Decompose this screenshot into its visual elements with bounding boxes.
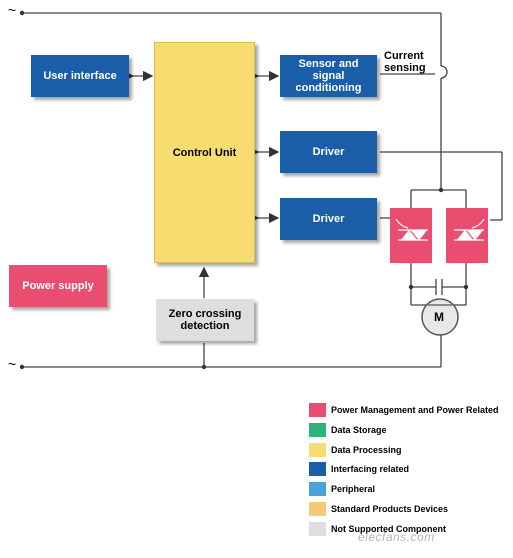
current-sensing-label: Current sensing xyxy=(384,50,426,74)
legend-item: Interfacing related xyxy=(309,461,409,477)
legend-item: Peripheral xyxy=(309,481,375,497)
motor-symbol xyxy=(421,298,459,336)
legend-label: Standard Products Devices xyxy=(331,504,449,514)
legend-swatch xyxy=(309,423,326,437)
legend-label: Power Management and Power Related xyxy=(331,405,499,415)
triac-1 xyxy=(390,208,432,263)
legend-label: Not Supported Component xyxy=(331,524,446,534)
driver-block-2: Driver xyxy=(280,198,377,240)
power-supply-block: Power supply xyxy=(9,265,107,307)
ac-symbol-top: ~ xyxy=(8,2,17,18)
watermark: elecfans.com xyxy=(358,530,435,544)
user-interface-block: User interface xyxy=(31,55,129,97)
legend-swatch xyxy=(309,522,326,536)
legend-item: Not Supported Component xyxy=(309,521,446,537)
control-unit-block: Control Unit xyxy=(154,42,255,263)
legend-item: Data Processing xyxy=(309,442,402,458)
legend-label: Interfacing related xyxy=(331,464,410,474)
sensor-block: Sensor and signal conditioning xyxy=(280,55,377,97)
legend-swatch xyxy=(309,403,326,417)
driver-block-1: Driver xyxy=(280,131,377,173)
triac-2 xyxy=(446,208,488,263)
motor-label: M xyxy=(434,310,444,324)
legend-label: Data Storage xyxy=(331,425,387,435)
legend-swatch xyxy=(309,502,326,516)
legend-swatch xyxy=(309,443,326,457)
ac-symbol-bottom: ~ xyxy=(8,356,17,372)
legend-label: Data Processing xyxy=(331,445,402,455)
legend-item: Data Storage xyxy=(309,422,387,438)
legend-swatch xyxy=(309,462,326,476)
zero-crossing-block: Zero crossing detection xyxy=(156,299,254,341)
legend-swatch xyxy=(309,482,326,496)
legend-item: Power Management and Power Related xyxy=(309,402,499,418)
legend-label: Peripheral xyxy=(331,484,376,494)
legend-item: Standard Products Devices xyxy=(309,501,448,517)
